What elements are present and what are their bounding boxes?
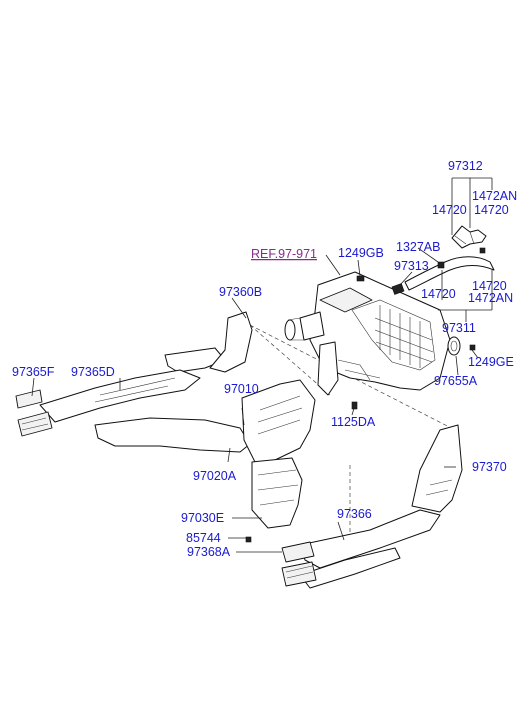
label-1472an-b[interactable]: 1472AN — [468, 291, 513, 305]
label-97366[interactable]: 97366 — [337, 507, 372, 521]
label-14720-b[interactable]: 14720 — [474, 203, 509, 217]
label-14720-c[interactable]: 14720 — [421, 287, 456, 301]
label-1249ge[interactable]: 1249GE — [468, 355, 514, 369]
center-duct-drawing — [94, 379, 316, 543]
label-97312[interactable]: 97312 — [448, 159, 483, 173]
label-1125da[interactable]: 1125DA — [331, 415, 376, 429]
left-duct-drawing — [15, 311, 253, 437]
label-ref-97-971[interactable]: REF.97-971 — [251, 247, 317, 261]
label-97365d[interactable]: 97365D — [71, 365, 115, 379]
label-14720-d[interactable]: 14720 — [472, 279, 507, 293]
label-97010[interactable]: 97010 — [224, 382, 259, 396]
label-97020a[interactable]: 97020A — [193, 469, 237, 483]
heater-hoses-drawing — [351, 225, 495, 410]
part-labels: 97312 1472AN 14720 14720 REF.97-971 1249… — [12, 159, 517, 559]
label-97030e[interactable]: 97030E — [181, 511, 224, 525]
label-14720-a[interactable]: 14720 — [432, 203, 467, 217]
label-85744[interactable]: 85744 — [186, 531, 221, 545]
right-duct-drawing — [281, 424, 463, 589]
label-97311[interactable]: 97311 — [442, 321, 476, 335]
label-97368a[interactable]: 97368A — [187, 545, 231, 559]
label-97360b[interactable]: 97360B — [219, 285, 262, 299]
leader-lines — [31, 177, 493, 553]
label-1249gb[interactable]: 1249GB — [338, 246, 384, 260]
heater-unit-drawing — [284, 271, 451, 396]
label-97655a[interactable]: 97655A — [434, 374, 478, 388]
label-1327ab[interactable]: 1327AB — [396, 240, 440, 254]
label-97370[interactable]: 97370 — [472, 460, 507, 474]
label-97313[interactable]: 97313 — [394, 259, 429, 273]
label-1472an-a[interactable]: 1472AN — [472, 189, 517, 203]
label-97365f[interactable]: 97365F — [12, 365, 55, 379]
